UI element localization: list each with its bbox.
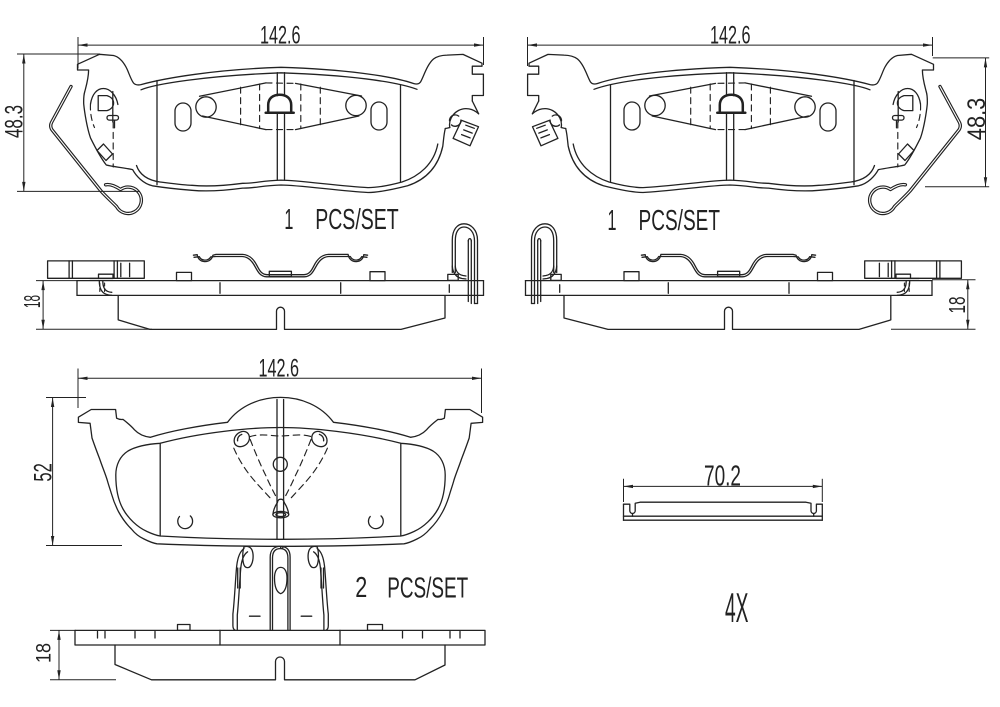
- svg-text:142.6: 142.6: [259, 355, 300, 383]
- svg-text:PCS/SET: PCS/SET: [639, 205, 721, 237]
- svg-text:142.6: 142.6: [260, 22, 301, 50]
- svg-text:48.3: 48.3: [1, 105, 29, 138]
- svg-text:48.3: 48.3: [963, 98, 991, 141]
- svg-text:PCS/SET: PCS/SET: [315, 204, 399, 236]
- svg-text:1: 1: [284, 204, 293, 236]
- svg-text:1: 1: [608, 205, 617, 237]
- svg-text:18: 18: [19, 295, 45, 308]
- svg-text:18: 18: [33, 643, 56, 663]
- svg-text:18: 18: [944, 297, 970, 314]
- svg-text:PCS/SET: PCS/SET: [387, 573, 468, 605]
- svg-text:4X: 4X: [725, 584, 749, 631]
- svg-text:52: 52: [29, 463, 57, 482]
- svg-text:70.2: 70.2: [704, 461, 741, 493]
- svg-text:2: 2: [355, 572, 367, 604]
- svg-text:142.6: 142.6: [710, 22, 751, 50]
